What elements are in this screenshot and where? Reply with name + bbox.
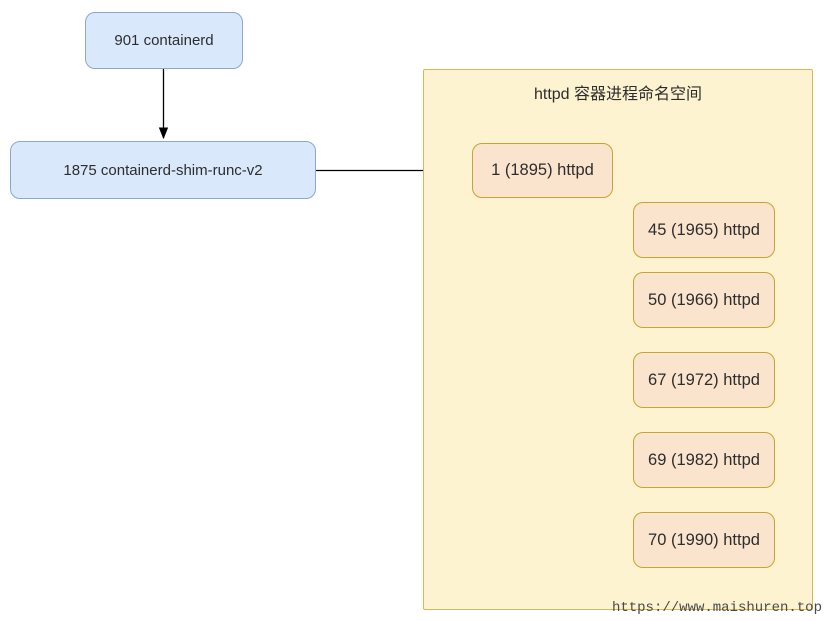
node-httpd-child: 45 (1965) httpd [633,202,775,258]
watermark-url: https://www.maishuren.top [611,600,822,616]
node-httpd-child-label: 67 (1972) httpd [648,370,760,389]
node-httpd-child-label: 69 (1982) httpd [648,450,760,469]
namespace-title: httpd 容器进程命名空间 [533,86,703,103]
node-containerd-label: 901 containerd [114,32,214,49]
node-httpd-child-label: 45 (1965) httpd [648,220,760,239]
node-containerd: 901 containerd [85,12,243,69]
node-httpd-root-process: 1 (1895) httpd [472,143,613,198]
node-httpd-child: 67 (1972) httpd [633,352,775,408]
node-containerd-shim-label: 1875 containerd-shim-runc-v2 [63,161,263,179]
node-httpd-child: 69 (1982) httpd [633,432,775,488]
node-containerd-shim: 1875 containerd-shim-runc-v2 [10,141,316,199]
node-httpd-root-label: 1 (1895) httpd [491,161,594,179]
node-httpd-child: 70 (1990) httpd [633,512,775,568]
node-httpd-child-label: 70 (1990) httpd [648,530,760,549]
node-httpd-child: 50 (1966) httpd [633,272,775,328]
node-httpd-child-label: 50 (1966) httpd [648,290,760,309]
